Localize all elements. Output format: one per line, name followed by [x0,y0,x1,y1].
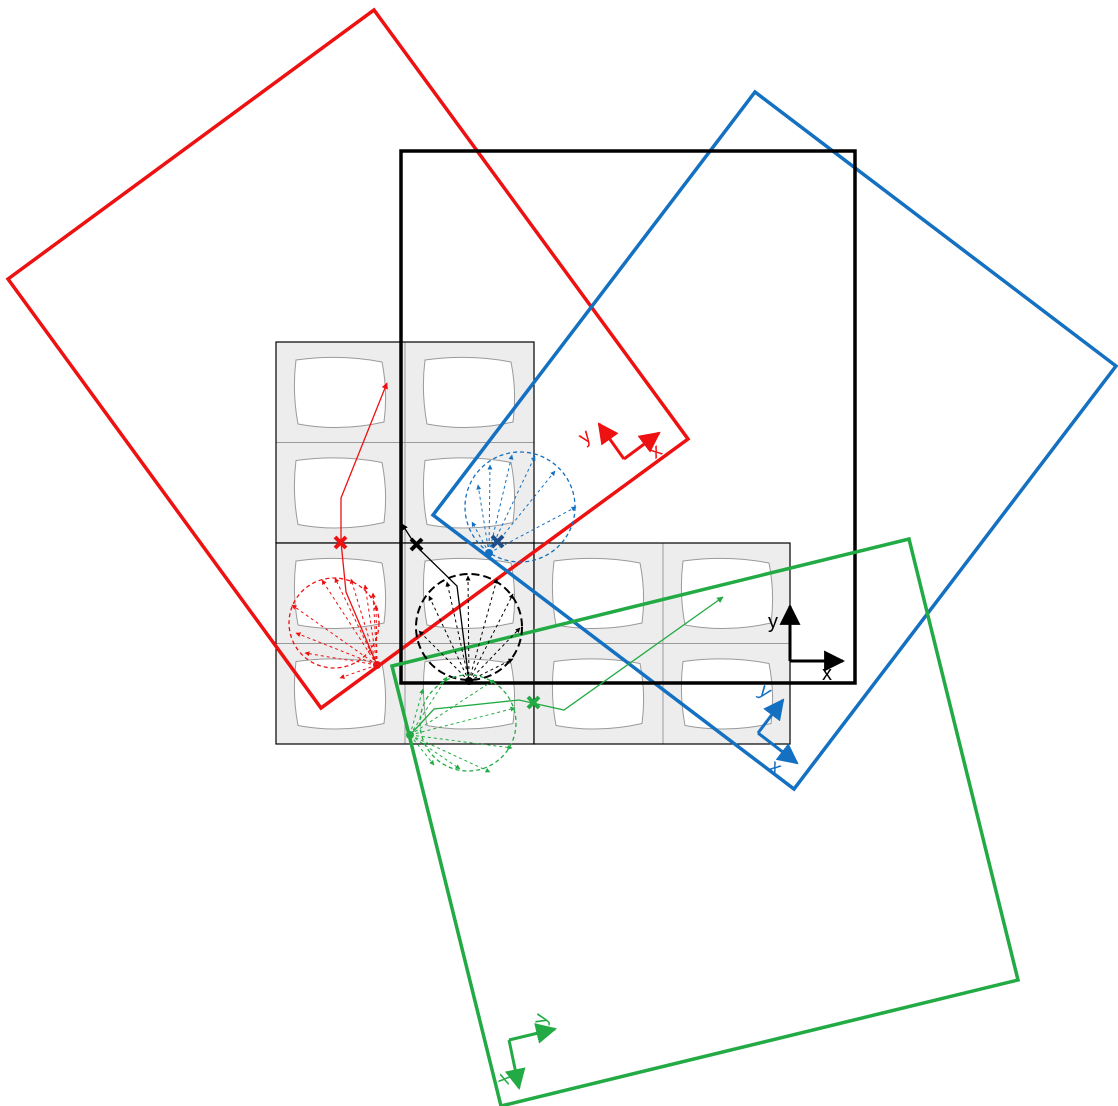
tile-top-left [276,342,534,543]
tile-bottom-right [534,543,790,744]
red-origin-dot [373,661,381,669]
black-origin-dot [465,677,473,685]
black-y-label: y [768,611,778,633]
blue-origin-dot [485,549,493,557]
red-axes: x y [574,424,666,463]
red-y-label: y [574,425,595,449]
red-y-axis [599,424,624,459]
green-origin-dot [406,731,414,739]
blue-x-label: x [765,756,786,780]
red-x-label: x [645,440,666,464]
green-axes: x y [492,1011,555,1088]
green-y-label: y [529,1011,553,1026]
black-x-label: x [822,663,832,685]
green-y-axis [509,1029,555,1040]
